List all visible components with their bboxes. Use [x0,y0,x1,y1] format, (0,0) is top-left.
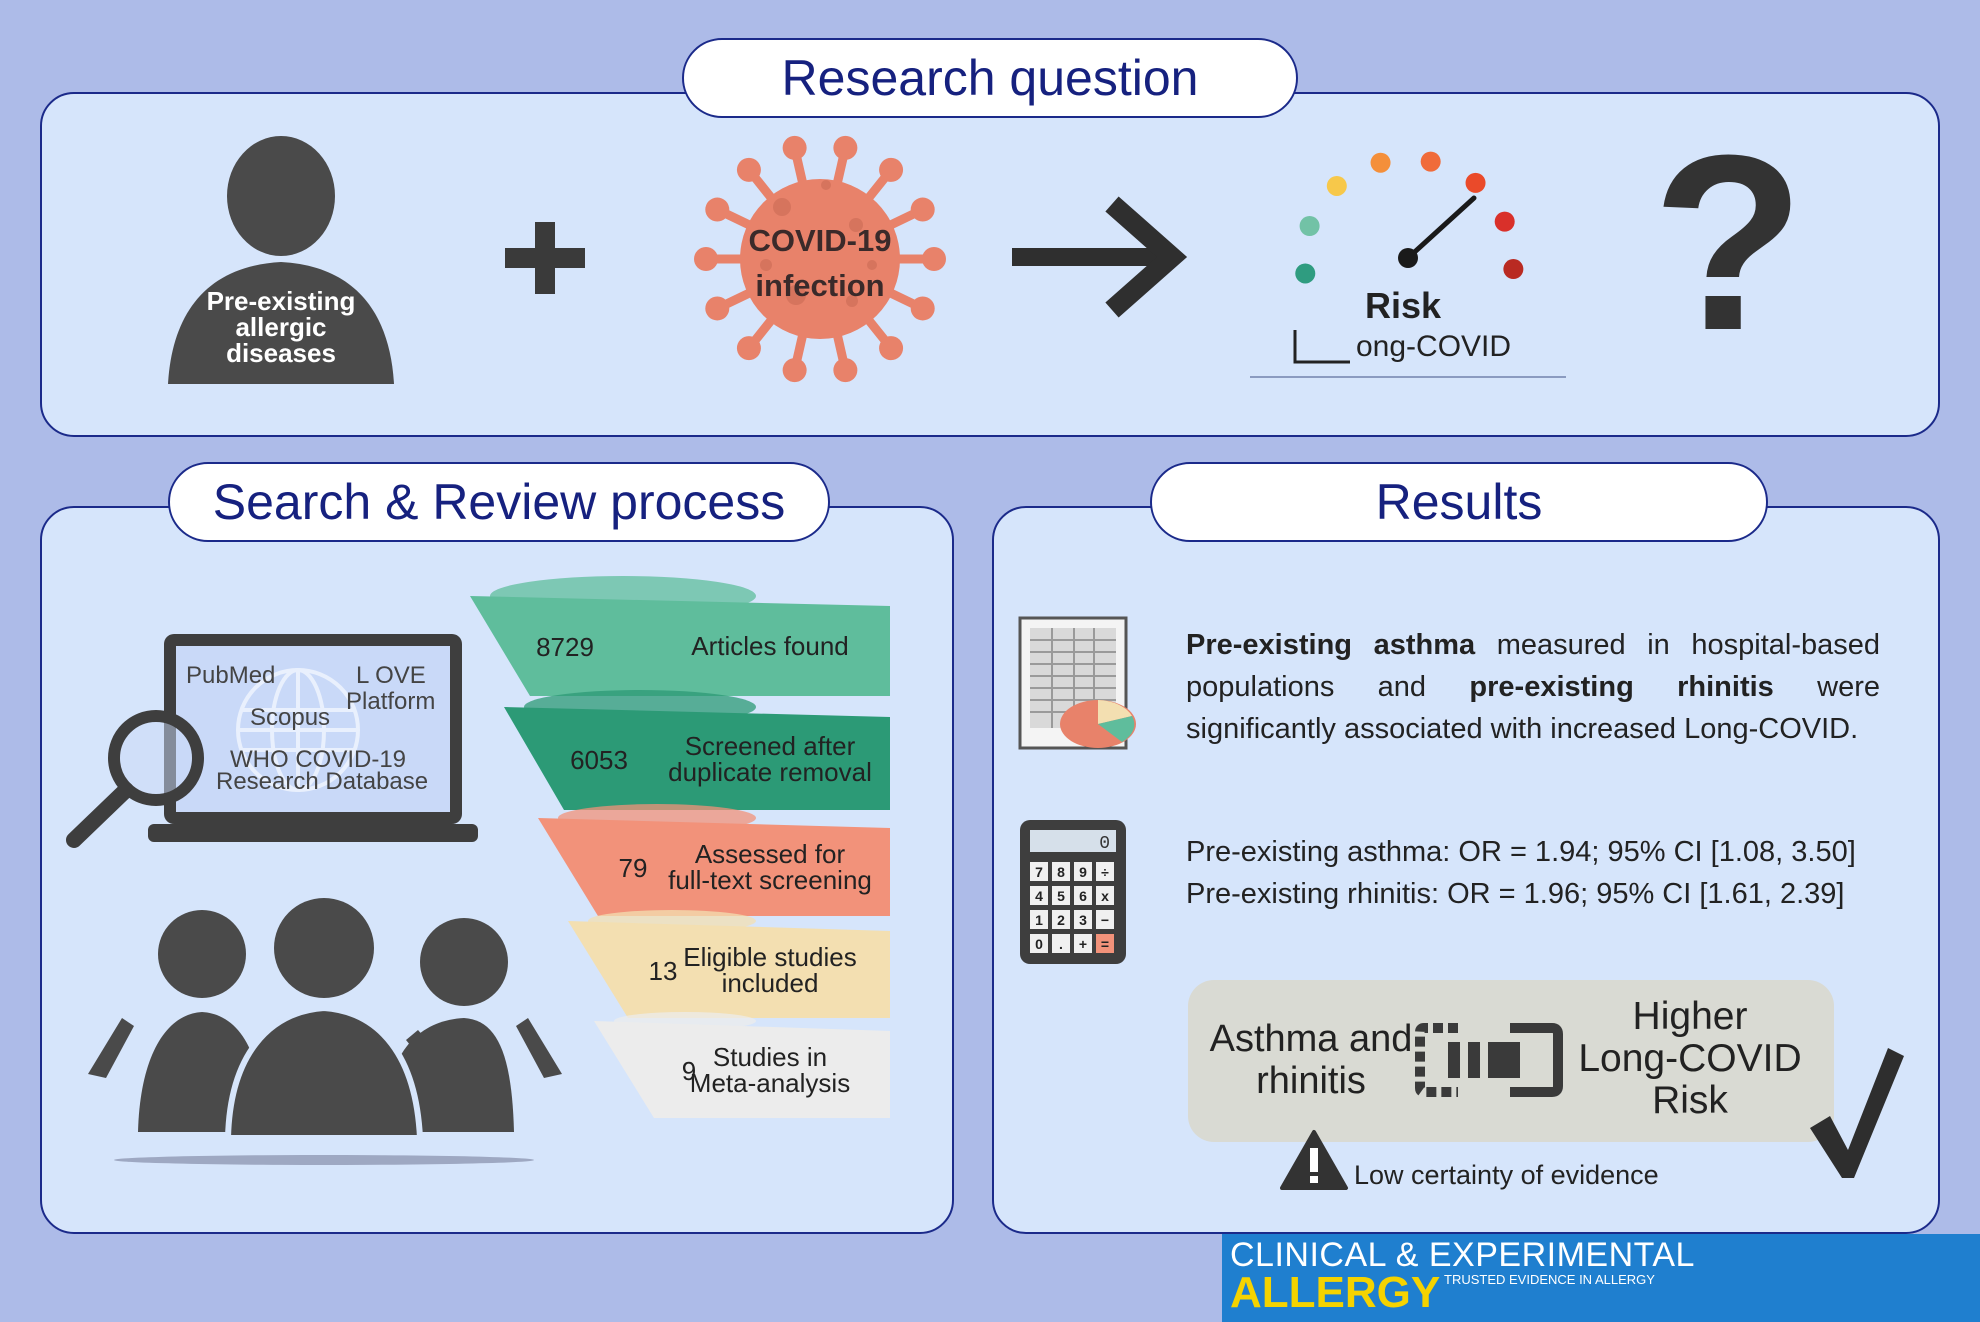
svg-text:6: 6 [1079,888,1087,904]
finding-bold-rhinitis: pre-existing rhinitis [1469,671,1774,703]
spreadsheet-chart-icon [1018,616,1136,750]
journal-tagline: TRUSTED EVIDENCE IN ALLERGY [1444,1272,1655,1287]
funnel-count-1: 8729 [536,632,594,662]
svg-text:9: 9 [1079,864,1087,880]
laptop-icon [148,634,478,842]
virus-label: COVID-19 infection [730,218,910,308]
magnifier-icon [66,710,204,848]
funnel-label-1: Articles found [691,631,849,661]
risk-label: Risk [1365,285,1442,326]
finding-text1: measured in hospital-based populations a… [1186,629,1880,703]
conclusion-left-line1: Asthma and [1209,1018,1413,1060]
research-question-title: Research question [682,38,1298,118]
svg-text:0: 0 [1035,936,1043,952]
arrow-icon [1012,196,1188,318]
stat-asthma: Pre-existing asthma: OR = 1.94; 95% CI [… [1186,836,1856,868]
db-love: L OVE [356,662,426,689]
svg-text:5: 5 [1057,888,1065,904]
funnel-count-3: 79 [618,853,648,883]
people-group-icon [88,898,562,1165]
checkmark-icon [1810,1048,1904,1178]
review-funnel [470,576,890,1118]
funnel-count-5: 9 [681,1055,697,1086]
svg-text:3: 3 [1079,912,1087,928]
long-covid-bracket-icon [1293,330,1350,364]
svg-text:x: x [1101,888,1109,904]
conclusion-right-line2: Long-COVID [1578,1037,1802,1080]
funnel-stage-4 [568,910,890,1018]
db-scopus: Scopus [250,704,331,731]
svg-text:−: − [1101,912,1109,928]
person-label-line2: allergic [235,312,327,342]
svg-text:=: = [1101,936,1109,952]
funnel-stage-1 [470,576,890,696]
journal-line1: CLINICAL & EXPERIMENTAL [1230,1236,1695,1274]
conclusion-right-line3: Risk [1652,1079,1728,1122]
virus-label-line1: COVID-19 [748,223,892,258]
funnel-count-4: 13 [648,955,678,986]
stat-rhinitis: Pre-existing rhinitis: OR = 1.96; 95% CI… [1186,878,1845,910]
journal-line2: ALLERGY [1230,1268,1441,1317]
warning-icon [1280,1130,1348,1190]
svg-text:4: 4 [1035,888,1043,904]
svg-text:.: . [1059,936,1063,952]
person-label-line3: diseases [226,338,336,368]
conclusion-right: Higher Long-COVID Risk [1570,996,1810,1122]
svg-text:1: 1 [1035,912,1043,928]
db-platform: Platform [346,688,436,715]
svg-text:2: 2 [1057,912,1065,928]
person-label: Pre-existing allergic diseases [186,288,376,366]
plus-icon [505,222,585,294]
svg-text:7: 7 [1035,864,1043,880]
svg-text:0: 0 [1099,834,1110,854]
person-label-line1: Pre-existing [206,286,356,316]
long-covid-underline [1250,376,1566,378]
finding-text2: were significantly associated with incre… [1186,671,1880,745]
search-review-title: Search & Review process [168,462,830,542]
svg-text:8: 8 [1057,864,1065,880]
risk-gauge-icon [1295,151,1524,284]
warning-text: Low certainty of evidence [1354,1160,1659,1190]
finding-bold-asthma: Pre-existing asthma [1186,629,1476,661]
funnel-stage-3 [538,804,890,916]
db-who-line2: Research Database [216,768,429,795]
funnel-stage-5 [594,1012,890,1118]
journal-logo [1222,1234,1980,1322]
svg-text:+: + [1079,936,1087,952]
db-pubmed: PubMed [186,662,276,689]
db-who-line1: WHO COVID-19 [230,746,407,773]
long-covid-label: ong-COVID [1356,330,1512,363]
conclusion-right-line1: Higher [1632,995,1748,1038]
person-icon [168,136,394,384]
results-finding-text: Pre-existing asthma measured in hospital… [1186,624,1880,750]
link-icon [1415,1023,1563,1097]
funnel-count-2: 6053 [570,744,628,775]
virus-icon [694,135,946,383]
conclusion-left-line2: rhinitis [1256,1060,1366,1102]
virus-label-line2: infection [755,268,885,303]
question-mark: ? [1652,103,1805,382]
funnel-stage-2 [504,690,890,810]
results-title: Results [1150,462,1768,542]
conclusion-left: Asthma and rhinitis [1206,1018,1416,1102]
svg-text:÷: ÷ [1101,864,1109,880]
